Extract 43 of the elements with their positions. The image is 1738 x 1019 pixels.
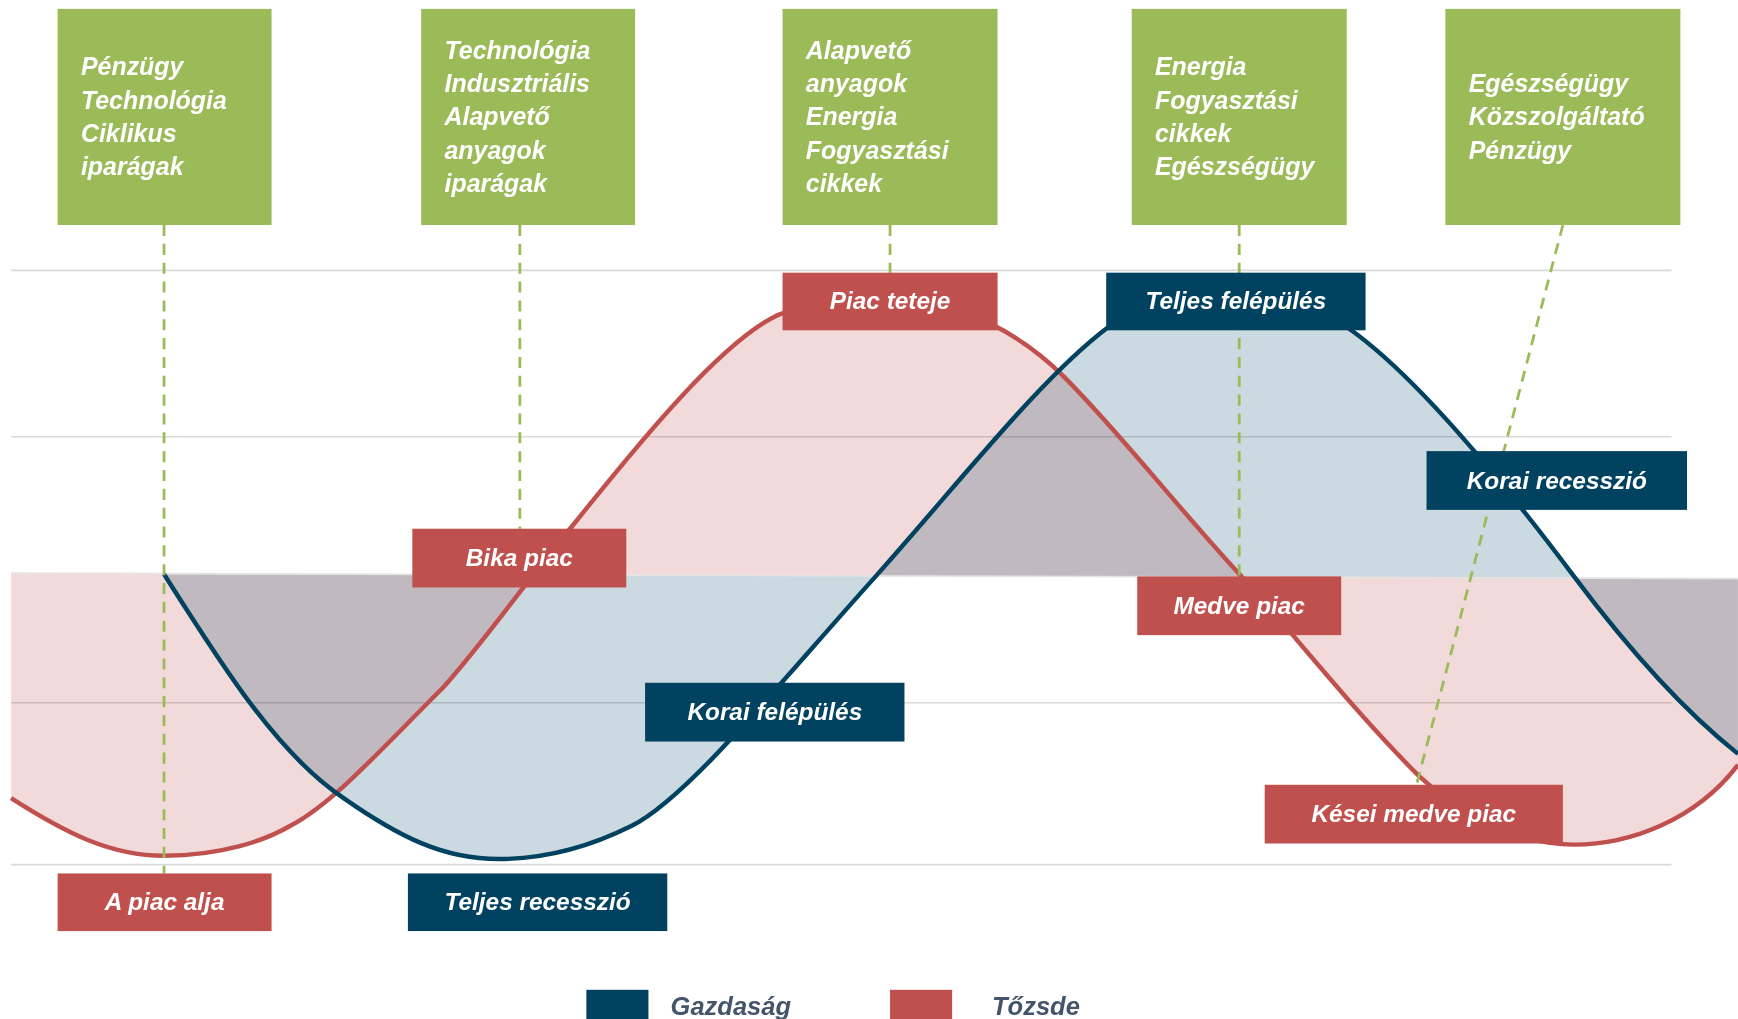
sector-box [1445, 8, 1681, 225]
phase-label: Korai recesszió [1466, 466, 1647, 495]
leader-line [518, 225, 522, 529]
sector-text: Ciklikus iparágak [80, 118, 186, 183]
leader-line [888, 225, 892, 273]
sector-text: Indusztriális [444, 68, 591, 99]
sector-box [782, 8, 998, 225]
sector-text: iparágak [444, 168, 549, 199]
sector-text: Technológia [80, 84, 228, 116]
sector-text: Pénzügy [1468, 134, 1573, 166]
sector-text: Közszolgáltató [1468, 101, 1646, 133]
phase-label-box [1426, 451, 1687, 510]
sector-text: Energia [1154, 51, 1248, 83]
sector-text: Alapvető anyagok [805, 35, 913, 99]
phase-label-box [645, 682, 905, 742]
sector-text: Technológia [444, 35, 592, 66]
sector-box [1131, 8, 1347, 225]
leader-line [162, 225, 166, 874]
sector-text: Pénzügy [80, 51, 185, 83]
sector-box [57, 8, 272, 225]
sector-text: Egészségügy [1154, 151, 1316, 183]
phase-label-box [1106, 272, 1366, 331]
phase-label-box [1264, 784, 1563, 844]
phase-label: Teljes recesszió [444, 887, 631, 917]
sector-text: Fogyasztási cikkek [805, 134, 950, 199]
phase-label: Medve piac [1173, 591, 1305, 621]
phase-label-box [782, 272, 998, 331]
phase-label: A piac alja [104, 887, 225, 917]
legend-label: Tőzsde [992, 991, 1080, 1019]
leader-line [1415, 224, 1565, 786]
phase-label-box [407, 873, 668, 932]
phase-label-box [412, 528, 627, 588]
phase-label: Piac teteje [829, 287, 951, 316]
phase-label: Kései medve piac [1311, 799, 1517, 829]
sector-text: Egészségügy [1468, 68, 1630, 99]
phase-label: Teljes felépülés [1145, 287, 1327, 316]
phase-label: Korai felépülés [687, 697, 863, 727]
phase-label-box [1137, 576, 1342, 636]
sector-text: Energia [805, 101, 899, 133]
sector-text: Fogyasztási cikkek [1154, 84, 1299, 149]
phase-label: Bika piac [465, 543, 573, 573]
sector-box [421, 8, 636, 225]
phase-label-box [57, 873, 272, 932]
